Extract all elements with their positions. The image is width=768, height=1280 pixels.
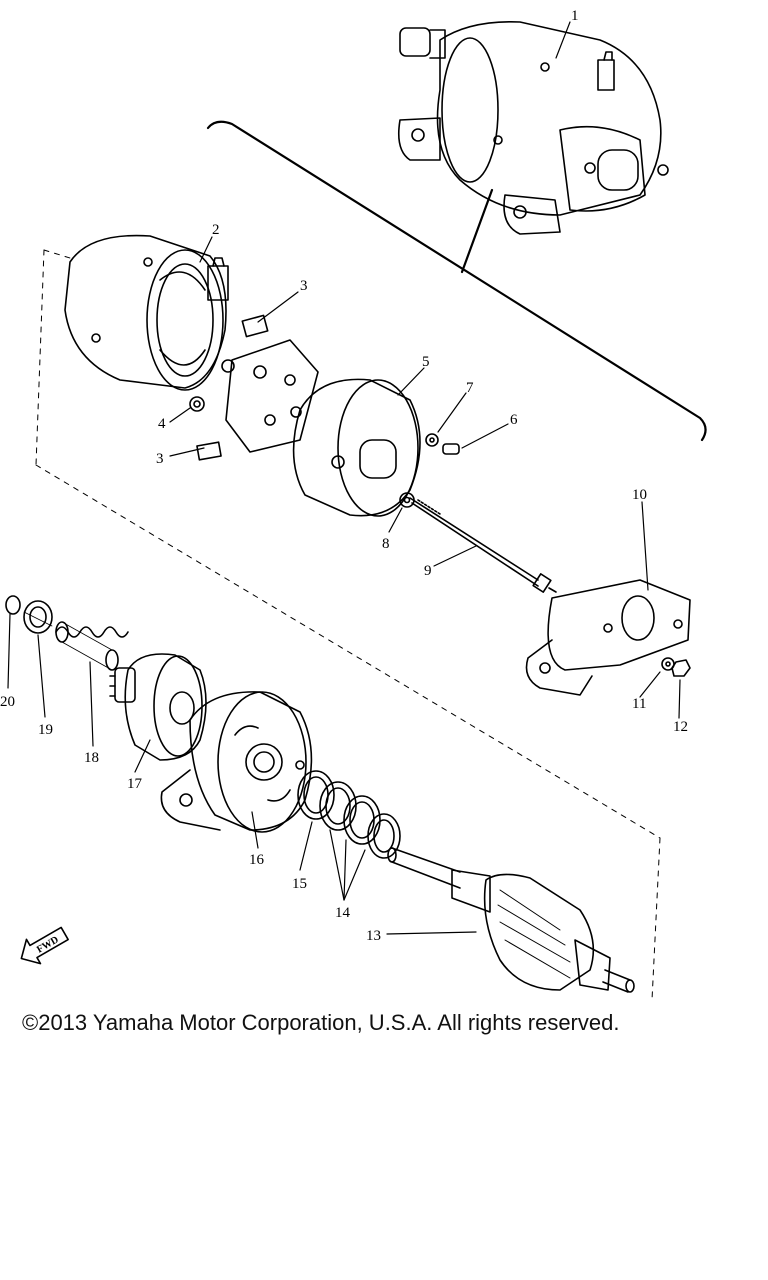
yoke-housing xyxy=(64,234,229,391)
callout-6: 6 xyxy=(510,412,518,428)
armature xyxy=(387,847,635,993)
exploded-parts-diagram: 1 2 3 4 3 5 7 6 8 9 10 11 12 13 14 15 16… xyxy=(0,8,707,1000)
callout-numbers: 1 2 3 4 3 5 7 6 8 9 10 11 12 13 14 15 16… xyxy=(0,8,688,944)
callout-17: 17 xyxy=(127,776,143,792)
callout-14: 14 xyxy=(335,905,351,921)
callout-4: 4 xyxy=(158,416,166,432)
callout-5: 5 xyxy=(422,354,430,370)
callout-20: 20 xyxy=(0,694,15,710)
fwd-arrow-icon: FWD xyxy=(20,926,69,965)
callout-15: 15 xyxy=(292,876,307,892)
callout-8: 8 xyxy=(382,536,390,552)
callout-3-top: 3 xyxy=(300,278,308,294)
callout-1: 1 xyxy=(571,8,579,24)
screw-and-washers xyxy=(399,433,460,508)
washer-and-nut xyxy=(661,657,691,677)
spring-collar-clip xyxy=(5,595,129,671)
leader-lines xyxy=(7,21,681,935)
mounting-bracket xyxy=(525,579,691,696)
front-cover xyxy=(160,691,313,833)
shim-washers xyxy=(297,770,401,859)
callout-3-bottom: 3 xyxy=(156,451,164,467)
callout-16: 16 xyxy=(249,852,265,868)
assembly-bracket xyxy=(206,120,707,442)
callout-13: 13 xyxy=(366,928,381,944)
through-bolt xyxy=(409,497,557,593)
assembly-dashed-boundary xyxy=(35,249,661,1000)
starter-motor-assembly xyxy=(397,21,669,235)
callout-18: 18 xyxy=(84,750,99,766)
callout-7: 7 xyxy=(466,380,474,396)
rear-cover xyxy=(292,378,421,517)
pinion-clutch xyxy=(109,653,207,761)
callout-10: 10 xyxy=(632,487,647,503)
callout-2: 2 xyxy=(212,222,220,238)
brush-holder-plate xyxy=(189,314,319,461)
callout-12: 12 xyxy=(673,719,688,735)
copyright-notice: ©2013 Yamaha Motor Corporation, U.S.A. A… xyxy=(22,1010,620,1035)
fwd-label: FWD xyxy=(35,934,61,955)
callout-11: 11 xyxy=(632,696,646,712)
callout-19: 19 xyxy=(38,722,53,738)
callout-9: 9 xyxy=(424,563,432,579)
